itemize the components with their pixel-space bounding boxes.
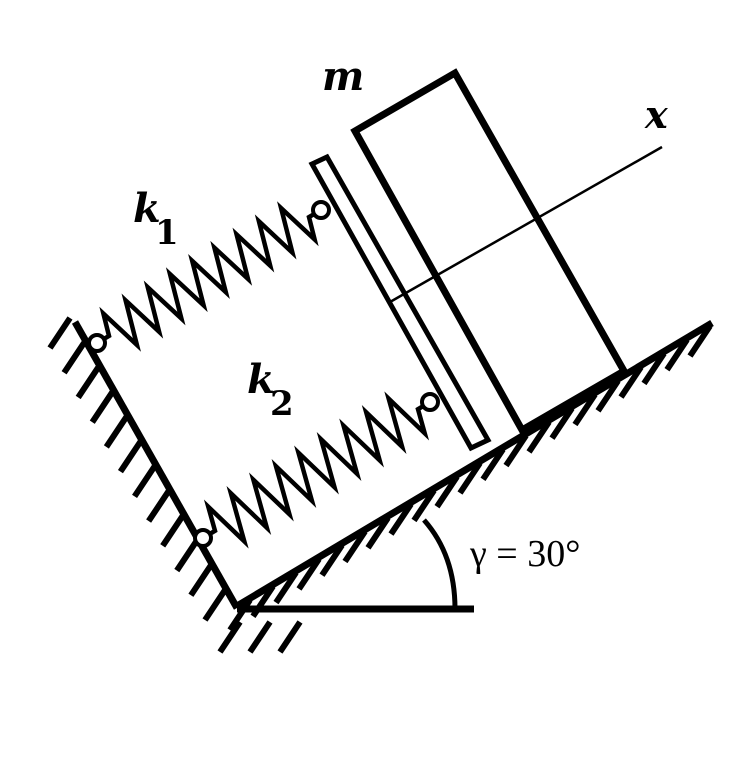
hatch-mark xyxy=(480,447,506,481)
spring-k2 xyxy=(201,391,432,549)
hatch-mark xyxy=(503,433,529,468)
hatch-mark xyxy=(103,415,129,449)
left-wall-hatching xyxy=(47,316,228,622)
hatch-mark xyxy=(319,543,345,577)
hatch-mark xyxy=(217,620,243,654)
spring2-wall-pin xyxy=(193,528,213,548)
spring2-label: k xyxy=(247,356,275,403)
hatch-mark xyxy=(75,365,101,400)
hatch-mark xyxy=(227,598,253,632)
mass-label: m xyxy=(322,53,364,100)
hatch-mark xyxy=(641,351,667,386)
axis-label: x xyxy=(644,92,669,137)
hatch-mark xyxy=(549,406,575,440)
hatch-mark xyxy=(434,475,460,509)
spring1-plate-pin xyxy=(311,200,331,220)
hatch-mark xyxy=(365,516,391,550)
hatch-mark xyxy=(595,379,621,413)
hatch-mark xyxy=(117,439,143,474)
spring-k1 xyxy=(95,201,323,352)
hatch-mark xyxy=(174,538,200,573)
hatch-mark xyxy=(388,502,414,536)
hatch-mark xyxy=(572,392,598,427)
spring1-subscript: 1 xyxy=(155,213,179,253)
mass-block xyxy=(350,68,629,435)
hatch-mark xyxy=(526,420,552,454)
hatch-mark xyxy=(146,489,172,523)
spring1-label: k xyxy=(133,185,161,232)
spring2-subscript: 2 xyxy=(270,384,294,424)
x-axis-line xyxy=(389,145,663,304)
incline-hatching xyxy=(217,324,713,654)
hatch-mark xyxy=(188,563,214,597)
hatch-mark xyxy=(202,588,228,622)
hatch-mark xyxy=(132,464,158,499)
left-wall xyxy=(71,320,241,610)
hatch-mark xyxy=(47,316,73,350)
hatch-mark xyxy=(411,488,437,523)
hatch-mark xyxy=(160,514,186,548)
spring1-wall-pin xyxy=(87,333,107,353)
spring2-plate-pin xyxy=(420,392,440,412)
incline-surface xyxy=(235,319,714,610)
hatch-mark xyxy=(277,620,303,654)
hatch-mark xyxy=(273,570,299,605)
hatch-mark xyxy=(618,365,644,399)
hatch-mark xyxy=(664,338,690,372)
hatch-mark xyxy=(296,557,322,591)
spring-plate xyxy=(308,153,492,452)
hatch-mark xyxy=(687,324,713,358)
hatch-mark xyxy=(247,620,273,654)
angle-arc xyxy=(422,518,458,610)
hatch-mark xyxy=(457,461,483,495)
hatch-mark xyxy=(89,390,115,424)
hatch-mark xyxy=(61,341,87,375)
hatch-mark xyxy=(342,529,368,564)
angle-label: γ = 30° xyxy=(469,533,580,575)
